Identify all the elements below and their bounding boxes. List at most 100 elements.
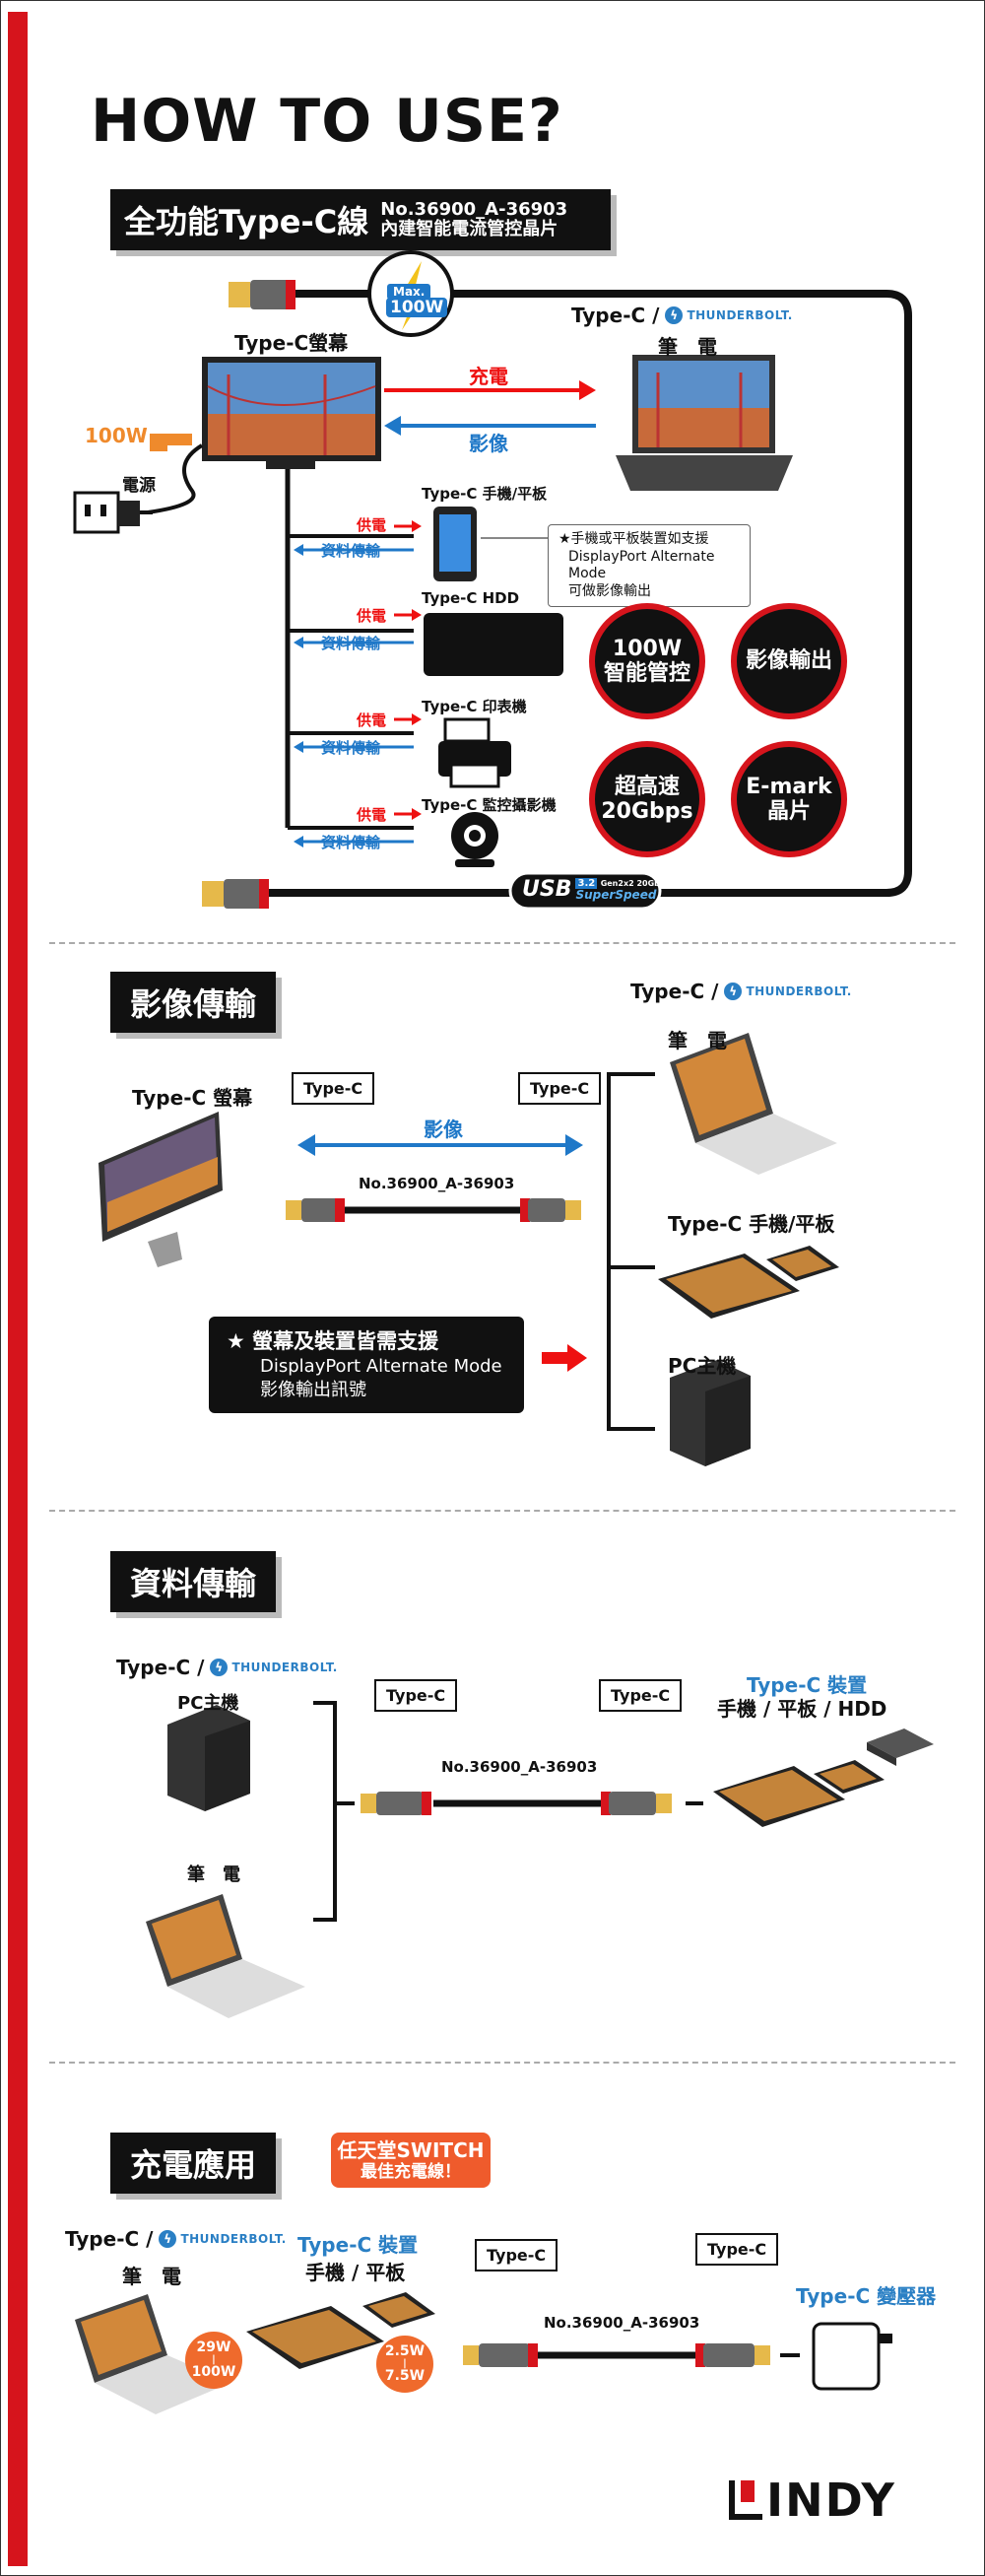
video-tc-left: Type-C [292, 1072, 375, 1105]
switch-line-1: 任天堂SWITCH [337, 2138, 485, 2162]
video-tc-right: Type-C [518, 1072, 602, 1105]
top-connector-body [250, 280, 290, 309]
device-camera-data: 資料傳輸 [321, 834, 381, 851]
hero-badge-chip: 內建智能電流管控晶片 [380, 219, 558, 239]
hero-diagram [73, 250, 912, 911]
hero-charge-label: 充電 [469, 365, 508, 388]
device-printer-label: Type-C 印表機 [422, 698, 527, 715]
lindy-logo-text: INDY [766, 2474, 896, 2527]
hero-100w-label: 100W [85, 424, 148, 447]
feature-video-output: 影像輸出 [731, 603, 847, 719]
divider-3 [49, 2062, 955, 2064]
divider-2 [49, 1510, 955, 1512]
device-printer-supply: 供電 [357, 712, 387, 729]
max-watt-value: 100W [386, 298, 448, 317]
device-arrows [294, 520, 422, 847]
data-pc-label: PC主機 [177, 1693, 239, 1714]
charge-tc-right: Type-C [695, 2233, 779, 2266]
hero-video-label: 影像 [469, 432, 508, 455]
charge-device-watt: 2.5W | 7.5W [376, 2336, 433, 2393]
hero-power-source: 電源 [122, 476, 156, 496]
charge-adapter-label: Type-C 變壓器 [796, 2284, 937, 2308]
thunderbolt-icon: ϟ [665, 306, 684, 324]
hero-badge: 全功能Type-C線 No.36900_A-36903 內建智能電流管控晶片 [110, 189, 611, 250]
data-diagram [146, 1701, 934, 2018]
charge-tc-left: Type-C [475, 2239, 558, 2271]
device-hdd-supply: 供電 [357, 607, 387, 625]
note-line-1: ★手機或平板裝置如支援 [558, 531, 709, 547]
video-section-title: 影像傳輸 [110, 972, 277, 1033]
device-phone-supply: 供電 [357, 516, 387, 534]
divider-1 [49, 942, 955, 944]
hero-badge-main: 全功能Type-C線 [124, 203, 369, 240]
data-section-title: 資料傳輸 [110, 1551, 277, 1612]
charge-device-title: Type-C 裝置 [297, 2233, 419, 2257]
data-laptop-label: 筆 電 [187, 1864, 240, 1885]
charge-adapter-icon [812, 2322, 881, 2391]
hero-laptop-label: 筆 電 [658, 335, 717, 359]
device-hdd-label: Type-C HDD [422, 589, 520, 607]
data-tc-left: Type-C [374, 1679, 458, 1712]
power-outlet-icon [73, 491, 120, 534]
warning-line-3: 影像輸出訊號 [260, 1379, 366, 1400]
usb-badge [508, 871, 662, 911]
lindy-logo: INDY [729, 2474, 896, 2527]
thunderbolt-icon: ϟ [724, 983, 743, 1000]
thunderbolt-icon: ϟ [210, 1659, 229, 1676]
device-phone-label: Type-C 手機/平板 [422, 485, 548, 503]
max-label: Max. [393, 285, 426, 299]
hero-badge-model: No.36900_A-36903 [380, 199, 568, 221]
data-model: No.36900_A-36903 [441, 1758, 598, 1776]
video-label: 影像 [424, 1118, 463, 1141]
video-monitor-label: Type-C 螢幕 [132, 1086, 253, 1110]
usb-logo: USB 3.2 Gen2x2 20Gbps SuperSpeed [522, 877, 671, 902]
main-title: HOW TO USE? [91, 87, 563, 156]
video-model: No.36900_A-36903 [359, 1175, 515, 1192]
switch-badge: 任天堂SWITCH 最佳充電線！ [331, 2133, 491, 2189]
charge-section-title: 充電應用 [110, 2133, 277, 2194]
data-device-title: Type-C 裝置 [747, 1673, 868, 1697]
device-hdd-data: 資料傳輸 [321, 635, 381, 652]
warning-line-1: ★ 螢幕及裝置皆需支援 [227, 1329, 439, 1353]
device-phone-data: 資料傳輸 [321, 542, 381, 560]
left-red-bar [8, 12, 28, 2566]
warning-line-2: DisplayPort Alternate Mode [260, 1356, 502, 1378]
device-camera-label: Type-C 監控攝影機 [422, 796, 557, 814]
device-printer-data: 資料傳輸 [321, 739, 381, 757]
charge-laptop-watt: 29W | 100W [185, 2332, 242, 2389]
thunderbolt-icon: ϟ [159, 2230, 177, 2248]
video-pc-label: PC主機 [668, 1354, 737, 1378]
power-arrow [150, 434, 192, 451]
video-laptop-label: 筆 電 [668, 1029, 727, 1052]
charge-model: No.36900_A-36903 [544, 2314, 700, 2332]
lindy-logo-mark [729, 2480, 762, 2520]
video-phone-label: Type-C 手機/平板 [668, 1212, 835, 1236]
bottom-connector-body [224, 879, 263, 909]
device-camera-supply: 供電 [357, 806, 387, 824]
video-warning: ★ 螢幕及裝置皆需支援 DisplayPort Alternate Mode 影… [209, 1317, 524, 1414]
hero-monitor-label: Type-C螢幕 [234, 331, 349, 355]
max-watt-label: Max. [387, 284, 431, 300]
charge-diagram [75, 2292, 892, 2414]
hdd-icon [424, 613, 563, 676]
charge-laptop-label: 筆 電 [122, 2265, 181, 2288]
data-device-sub: 手機 / 平板 / HDD [717, 1697, 887, 1721]
note-line-2: DisplayPort Alternate Mode [568, 548, 715, 582]
phone-note: ★手機或平板裝置如支援 DisplayPort Alternate Mode 可… [548, 524, 751, 607]
switch-line-2: 最佳充電線！ [361, 2162, 461, 2182]
charge-device-sub: 手機 / 平板 [305, 2261, 406, 2284]
video-diagram [98, 1033, 839, 1466]
top-connector-tip [229, 282, 250, 307]
data-hdd-icon [867, 1729, 934, 1758]
